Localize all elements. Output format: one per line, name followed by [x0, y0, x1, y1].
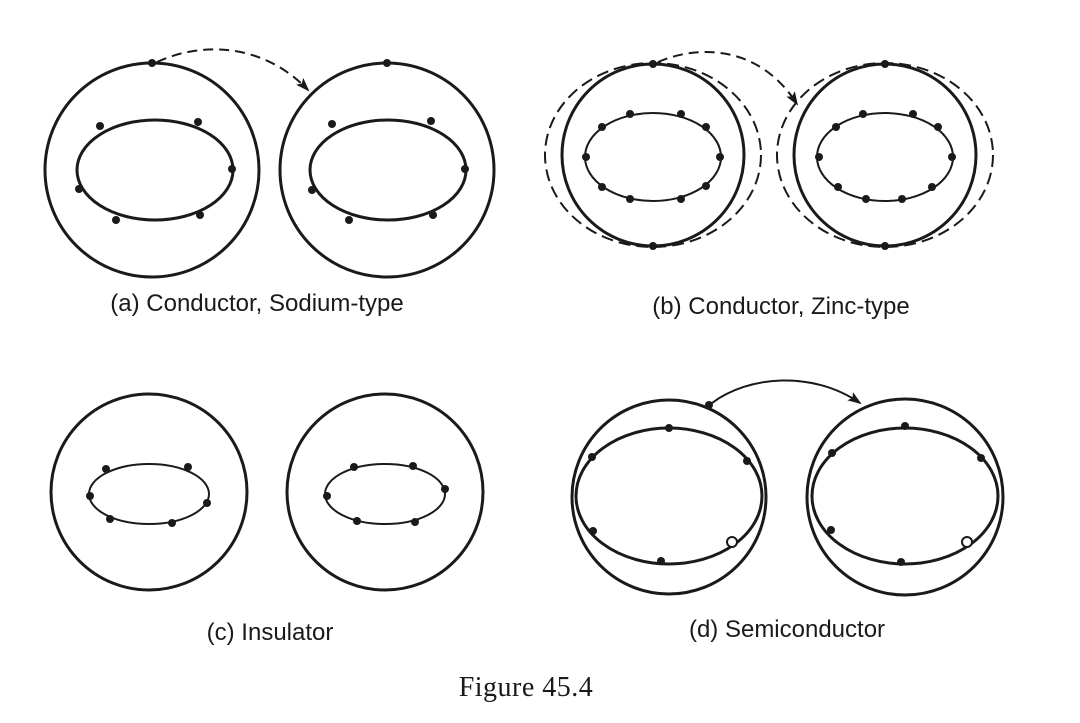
electron [815, 153, 823, 161]
electron [881, 242, 889, 250]
outer-shell [805, 397, 1005, 597]
atom-right-c [285, 392, 485, 592]
electron [898, 195, 906, 203]
atom-right-a [278, 59, 496, 279]
electron [96, 122, 104, 130]
electron [626, 195, 634, 203]
electron [862, 195, 870, 203]
electron [353, 517, 361, 525]
inner-orbit [88, 463, 210, 525]
electron [649, 60, 657, 68]
electron [828, 449, 836, 457]
electron [323, 492, 331, 500]
electron [589, 527, 597, 535]
electron [702, 123, 710, 131]
electron [461, 165, 469, 173]
electron [705, 401, 713, 409]
electron-transfer-arrow [156, 48, 310, 92]
electron [832, 123, 840, 131]
hole [726, 536, 738, 548]
outer-shell [285, 392, 485, 592]
atom-right-d [805, 397, 1005, 597]
caption-insulator: (c) Insulator [206, 619, 334, 646]
electron [702, 182, 710, 190]
electron [345, 216, 353, 224]
electron [598, 123, 606, 131]
inner-orbit [324, 463, 446, 525]
electron [168, 519, 176, 527]
electron [743, 457, 751, 465]
inner-orbit [75, 118, 235, 222]
electron [328, 120, 336, 128]
caption-semiconductor: (d) Semiconductor [688, 616, 886, 643]
caption-conductor-zinc: (b) Conductor, Zinc-type [652, 293, 910, 320]
electron [657, 557, 665, 565]
electron [934, 123, 942, 131]
electron [859, 110, 867, 118]
electron [909, 110, 917, 118]
electron [350, 463, 358, 471]
electron [75, 185, 83, 193]
caption-conductor-sodium: (a) Conductor, Sodium-type [110, 290, 404, 317]
electron [427, 117, 435, 125]
electron [383, 59, 391, 67]
electron [112, 216, 120, 224]
outer-shell [570, 398, 768, 596]
hole [961, 536, 973, 548]
electron [184, 463, 192, 471]
electron [203, 499, 211, 507]
electron [228, 165, 236, 173]
electron [194, 118, 202, 126]
electron [665, 424, 673, 432]
electron [948, 153, 956, 161]
atom-left-d [570, 398, 768, 596]
electron [649, 242, 657, 250]
electron [102, 465, 110, 473]
electron [626, 110, 634, 118]
electron [409, 462, 417, 470]
electron [429, 211, 437, 219]
electron [598, 183, 606, 191]
atom-right-b [776, 60, 994, 250]
electron-transfer-arrow [657, 51, 799, 106]
electron [977, 454, 985, 462]
electron [148, 59, 156, 67]
electron [441, 485, 449, 493]
electron [716, 153, 724, 161]
electron [897, 558, 905, 566]
electron [411, 518, 419, 526]
panel-d [570, 379, 1005, 597]
electron [827, 526, 835, 534]
outer-shell [49, 392, 249, 592]
electron-transfer-arrow [711, 379, 862, 405]
electron [588, 453, 596, 461]
electron [901, 422, 909, 430]
panel-b [544, 51, 994, 250]
figure-label: Figure 45.4 [458, 672, 594, 703]
panel-c [49, 392, 485, 592]
electron [582, 153, 590, 161]
distorted-shell [544, 62, 762, 248]
electron [106, 515, 114, 523]
electron [308, 186, 316, 194]
electron [928, 183, 936, 191]
panel-a [43, 48, 496, 279]
electron [677, 110, 685, 118]
inner-orbit [308, 118, 468, 222]
electron [86, 492, 94, 500]
atom-left-b [544, 60, 762, 250]
electron [834, 183, 842, 191]
electron [677, 195, 685, 203]
atom-left-c [49, 392, 249, 592]
atom-left-a [43, 59, 261, 279]
electron [196, 211, 204, 219]
electron [881, 60, 889, 68]
distorted-shell [776, 62, 994, 248]
